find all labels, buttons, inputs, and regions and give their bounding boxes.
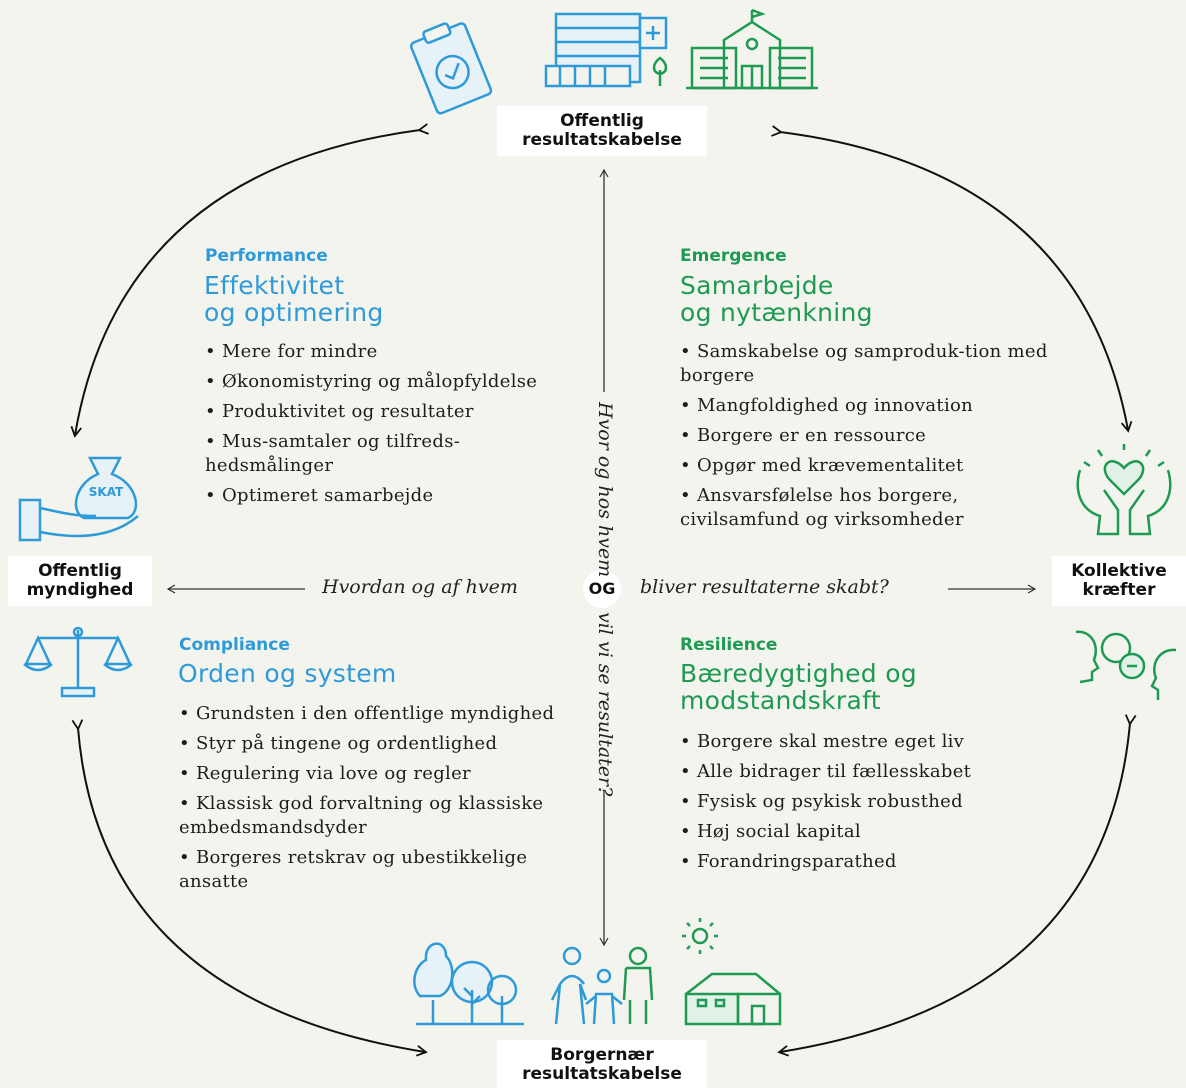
list-item: • Regulering via love og regler: [179, 763, 471, 784]
hands-heart-icon: [1076, 444, 1172, 536]
emergence-title-line2: og nytænkning: [680, 298, 873, 327]
emergence-title: Samarbejde og nytænkning: [680, 272, 873, 326]
top-label: Offentlig resultatskabelse: [497, 106, 707, 156]
list-item: • Borgere skal mestre eget liv: [680, 731, 965, 752]
left-label: Offentlig myndighed: [8, 556, 152, 606]
list-item: • Borgere er en ressource: [680, 425, 927, 446]
right-label-line2: kræfter: [1082, 580, 1156, 600]
tax-bag-hand-icon: SKAT: [18, 456, 139, 542]
top-vertical-question: Hvor og hos hvem: [594, 402, 616, 578]
house-sun-icon: [682, 918, 782, 1026]
performance-title-line1: Effektivitet: [204, 271, 345, 300]
list-item: • Ansvarsfølelse hos borgere, civilsamfu…: [680, 485, 964, 530]
emergence-tag: Emergence: [680, 246, 787, 266]
bottom-label: Borgernær resultatskabelse: [497, 1040, 707, 1088]
list-item: • Høj social kapital: [680, 821, 861, 842]
resilience-list: • Borgere skal mestre eget liv • Alle bi…: [680, 730, 1060, 880]
resilience-title: Bæredygtighed og modstandskraft: [680, 660, 917, 714]
list-item: • Alle bidrager til fællesskabet: [680, 761, 972, 782]
school-building-icon: [686, 8, 818, 90]
left-question: Hvordan og af hvem: [322, 576, 518, 598]
performance-title-line2: og optimering: [204, 298, 384, 327]
arc-top-right: [771, 125, 1133, 433]
list-item: • Mangfoldighed og innovation: [680, 395, 974, 416]
list-item: • Mus-samtaler og tilfreds-hedsmålinger: [205, 431, 461, 476]
performance-tag: Performance: [205, 246, 328, 266]
family-people-icon: [550, 946, 654, 1025]
left-label-line2: myndighed: [26, 580, 134, 600]
list-item: • Styr på tingene og ordentlighed: [179, 733, 498, 754]
arc-bottom-left: [71, 719, 428, 1057]
list-item: • Borgeres retskrav og ubestikkelige ans…: [179, 847, 528, 892]
list-item: • Mere for mindre: [205, 341, 378, 362]
right-label: Kollektive kræfter: [1052, 556, 1186, 606]
resilience-title-line2: modstandskraft: [680, 686, 881, 715]
compliance-title: Orden og system: [178, 660, 397, 687]
tax-bag-label: SKAT: [89, 485, 124, 499]
list-item: • Samskabelse og samproduk-tion med borg…: [680, 341, 1048, 386]
conversation-heads-icon: [1075, 630, 1177, 700]
right-question: bliver resultaterne skabt?: [640, 576, 889, 598]
compliance-list: • Grundsten i den offentlige myndighed •…: [179, 702, 574, 900]
list-item: • Grundsten i den offentlige myndighed: [179, 703, 555, 724]
bottom-vertical-question: vil vi se resultater?: [594, 612, 616, 797]
clipboard-icon: [409, 22, 493, 115]
list-item: • Forandringsparathed: [680, 851, 897, 872]
list-item: • Fysisk og psykisk robusthed: [680, 791, 963, 812]
list-item: • Klassisk god forvaltning og klassiske …: [179, 793, 544, 838]
bottom-label-line1: Borgernær: [550, 1045, 654, 1065]
performance-list: • Mere for mindre • Økonomistyring og må…: [205, 340, 550, 514]
right-label-line1: Kollektive: [1071, 561, 1167, 581]
list-item: • Økonomistyring og målopfyldelse: [205, 371, 538, 392]
left-label-line1: Offentlig: [38, 561, 122, 581]
top-label-line1: Offentlig: [560, 111, 644, 131]
resilience-title-line1: Bæredygtighed og: [680, 659, 917, 688]
bottom-label-line2: resultatskabelse: [522, 1064, 682, 1084]
hospital-building-icon: [544, 12, 668, 88]
arc-bottom-right: [777, 714, 1137, 1057]
compliance-tag: Compliance: [179, 635, 290, 655]
trees-icon: [413, 942, 524, 1026]
og-badge: OG: [583, 570, 621, 608]
emergence-list: • Samskabelse og samproduk-tion med borg…: [680, 340, 1060, 538]
compliance-title-line1: Orden og system: [178, 659, 397, 688]
emergence-title-line1: Samarbejde: [680, 271, 834, 300]
top-label-line2: resultatskabelse: [522, 130, 682, 150]
list-item: • Optimeret samarbejde: [205, 485, 434, 506]
list-item: • Produktivitet og resultater: [205, 401, 474, 422]
scales-of-justice-icon: [23, 626, 133, 698]
performance-title: Effektivitet og optimering: [204, 272, 384, 326]
resilience-tag: Resilience: [680, 635, 778, 655]
arc-top-left: [70, 123, 429, 438]
list-item: • Opgør med krævementalitet: [680, 455, 964, 476]
